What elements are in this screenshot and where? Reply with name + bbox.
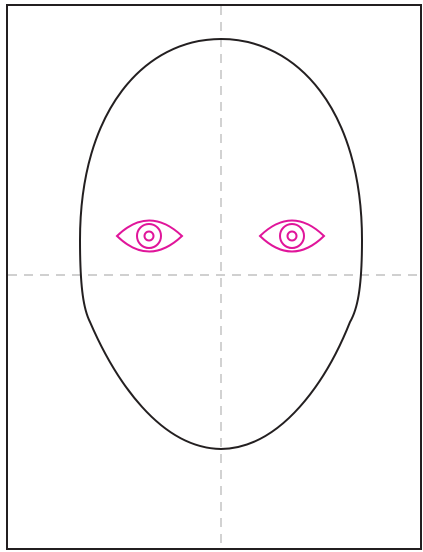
right-eye-icon: [260, 221, 324, 252]
left-eye-icon: [117, 221, 182, 252]
drawing-frame: [7, 5, 421, 549]
head-outline: [80, 39, 362, 449]
